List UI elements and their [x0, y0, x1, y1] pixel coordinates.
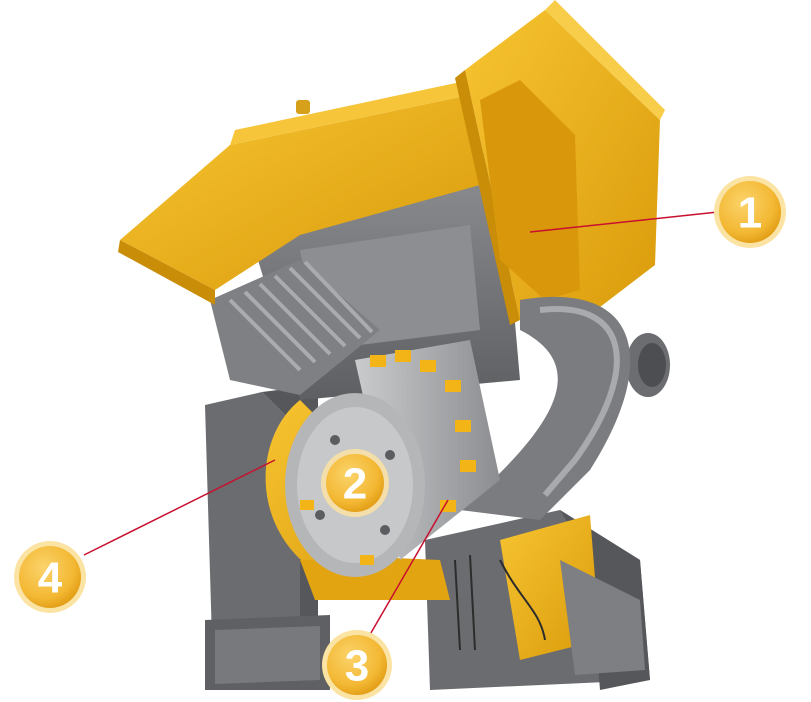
leader-line-1: [529, 211, 719, 233]
leader-line-3: [367, 499, 449, 639]
impact-apron: [460, 296, 631, 520]
callout-badge-4: 4: [14, 541, 86, 613]
callout-label-3: 3: [345, 642, 369, 691]
right-support-frame: [425, 510, 650, 690]
crusher-machine: [83, 0, 719, 690]
callout-badge-1: 1: [714, 176, 786, 248]
callout-label-2: 2: [343, 460, 367, 509]
top-cover-housing: [118, 80, 480, 305]
leader-lines: [83, 211, 719, 639]
callout-label-4: 4: [38, 554, 63, 603]
feed-grate: [210, 260, 380, 395]
callout-badge-3: 3: [322, 630, 392, 700]
bearing-housing: [626, 333, 670, 397]
leader-line-4: [83, 459, 276, 556]
callout-label-1: 1: [738, 189, 762, 238]
impact-wall-housing: [455, 0, 665, 330]
callout-badge-2: 2: [321, 449, 389, 517]
